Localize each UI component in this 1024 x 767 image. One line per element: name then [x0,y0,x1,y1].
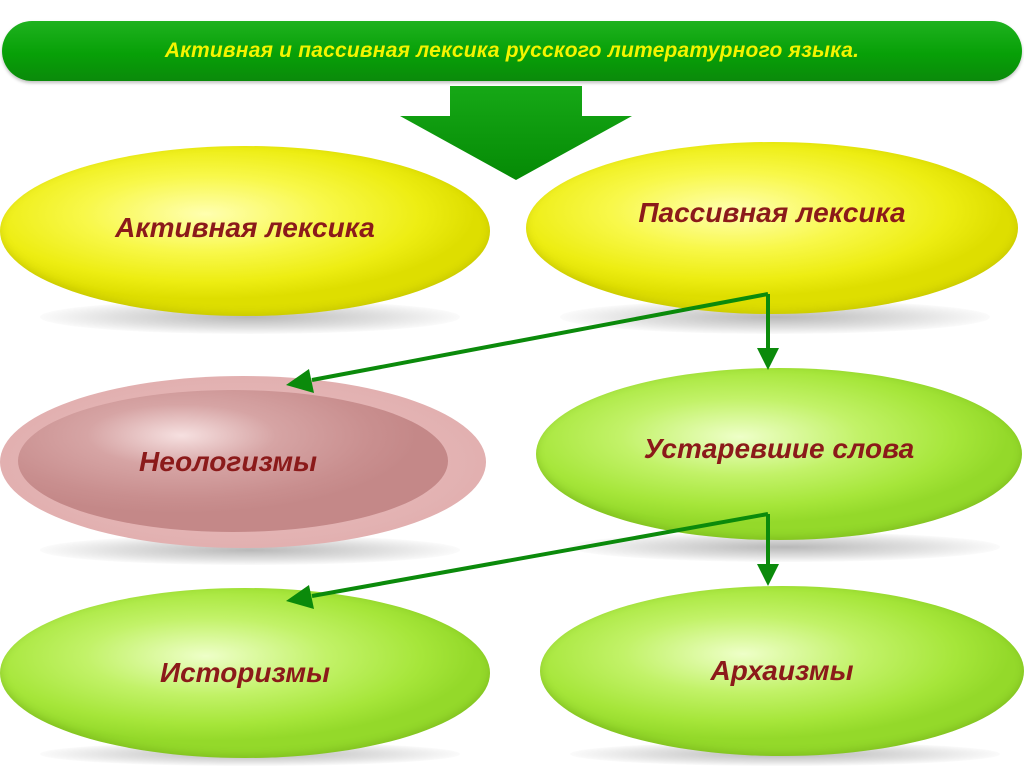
historisms-node: Историзмы [0,588,490,758]
historisms-label: Историзмы [159,657,331,688]
archaisms-node: Архаизмы [540,586,1024,756]
slide-title: Активная и пассивная лексика русского ли… [164,39,860,62]
obsolete-words-label: Устаревшие слова [643,433,915,464]
passive-lexicon-label: Пассивная лексика [638,197,906,228]
arrow-to-archaisms [757,564,779,586]
neologisms-label: Неологизмы [139,446,317,477]
neologisms-node: Неологизмы [0,376,486,548]
main-down-arrow [400,86,632,180]
neologisms-node-inner [18,390,448,532]
arrow-to-obsolete [757,348,779,370]
obsolete-words-node: Устаревшие слова [536,368,1022,540]
active-lexicon-label: Активная лексика [115,212,375,243]
title-bar: Активная и пассивная лексика русского ли… [2,21,1022,81]
archaisms-label: Архаизмы [710,655,854,686]
active-lexicon-node: Активная лексика [0,146,490,316]
passive-lexicon-node: Пассивная лексика [526,142,1018,314]
